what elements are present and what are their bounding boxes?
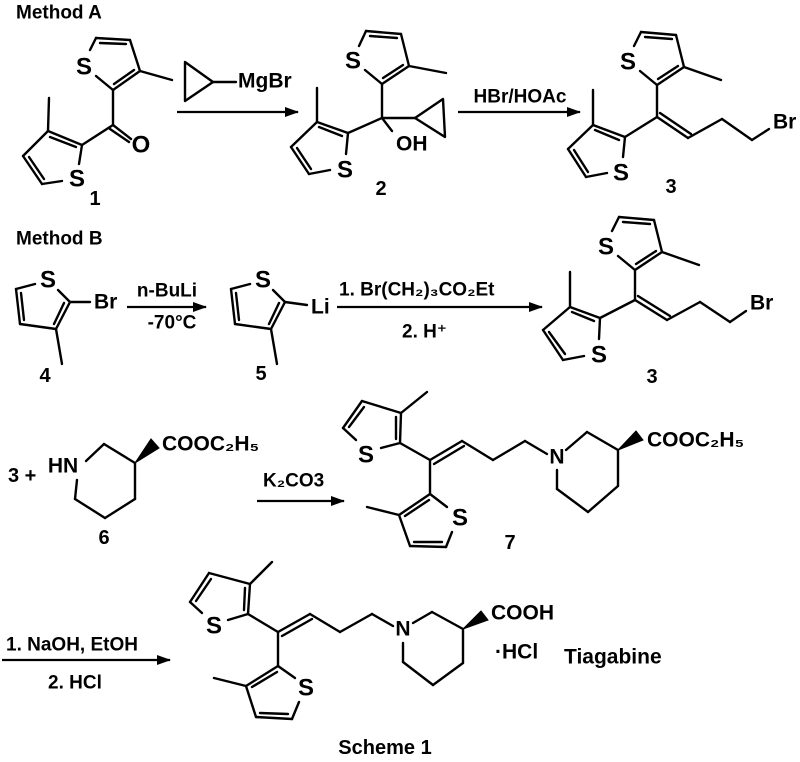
sulfur-atom-label: S — [598, 234, 614, 261]
tiagabine-structure: S S N COOH ·HCl Tiagabine — [188, 560, 662, 721]
reaction-arrow-nbuli: n-BuLi -70°C — [127, 281, 207, 334]
nitrogen-atom-label: N — [395, 618, 410, 641]
compound-6-number: 6 — [98, 527, 109, 549]
sulfur-atom-label: S — [613, 160, 629, 187]
sulfur-atom-label: S — [255, 267, 271, 294]
oxygen-atom-label: O — [132, 132, 151, 159]
stereo-wedge-bond — [134, 438, 160, 464]
sulfur-atom-label: S — [298, 675, 314, 702]
hydrolysis-step1-condition: 1. NaOH, EtOH — [6, 635, 138, 656]
scheme-title: Scheme 1 — [338, 737, 431, 759]
compound-2-number: 2 — [375, 178, 386, 200]
sulfur-atom-label: S — [76, 54, 92, 81]
compound-5-number: 5 — [255, 363, 266, 385]
reaction-arrow-hbr-hoac: HBr/HOAc — [458, 87, 581, 117]
carboxylic-acid-label: COOH — [491, 602, 554, 625]
bromine-label: Br — [773, 111, 796, 134]
ester-group-label: COOC₂H₅ — [647, 429, 744, 452]
compound-7-number: 7 — [504, 532, 515, 554]
tiagabine-name-label: Tiagabine — [564, 646, 662, 669]
bromine-label: Br — [750, 292, 773, 315]
reaction-arrow-alkylation: 1. Br(CH₂)₃CO₂Et 2. H⁺ — [337, 280, 543, 343]
method-a-heading: Method A — [16, 3, 102, 24]
cyclopropyl-ring — [183, 60, 215, 103]
compound-3-structure: S S Br 3 — [566, 30, 796, 198]
hydroxyl-label: OH — [396, 133, 428, 156]
sulfur-atom-label: S — [40, 267, 56, 294]
k2co3-condition: K₂CO3 — [263, 471, 324, 492]
compound-1-number: 1 — [89, 188, 100, 210]
reaction-arrow-hydrolysis: 1. NaOH, EtOH 2. HCl — [2, 635, 171, 694]
nitrogen-atom-label: N — [549, 446, 564, 469]
compound-1-structure: S S O 1 — [21, 36, 174, 210]
hydrolysis-step2-condition: 2. HCl — [48, 673, 102, 694]
mgbr-label: MgBr — [238, 70, 292, 93]
sulfur-atom-label: S — [345, 48, 361, 75]
sulfur-atom-label: S — [452, 505, 468, 532]
hcl-salt-label: ·HCl — [495, 641, 538, 664]
cyclopropyl-ring — [413, 97, 447, 139]
stereo-wedge-bond — [462, 610, 489, 630]
sulfur-atom-label: S — [620, 49, 636, 76]
nbuli-condition: n-BuLi — [137, 281, 197, 302]
sulfur-atom-label: S — [69, 166, 85, 193]
sulfur-atom-label: S — [206, 613, 222, 640]
amine-nh-label: HN — [48, 455, 78, 478]
sulfur-atom-label: S — [591, 342, 607, 369]
compound-3b-structure: S S Br 3 — [541, 215, 773, 388]
stereo-wedge-bond — [617, 430, 644, 451]
compound-2-structure: S S OH 2 — [289, 29, 448, 200]
sulfur-atom-label: S — [358, 442, 374, 469]
lithium-label: Li — [311, 296, 330, 319]
plus-compound-3-label: 3 + — [8, 465, 36, 487]
reagent-cyclopropyl-mgbr: MgBr — [183, 60, 292, 103]
compound-5-structure: S Li 5 — [229, 267, 330, 385]
compound-3-number: 3 — [646, 366, 657, 388]
ester-group-label: COOC₂H₅ — [162, 433, 259, 456]
alkylation-step1-condition: 1. Br(CH₂)₃CO₂Et — [339, 280, 495, 301]
compound-4-structure: S Br 4 — [14, 267, 117, 387]
hbr-hoac-condition: HBr/HOAc — [474, 87, 567, 108]
sulfur-atom-label: S — [337, 157, 353, 184]
compound-3-number: 3 — [665, 176, 676, 198]
bromine-label: Br — [94, 291, 117, 314]
temperature-condition: -70°C — [148, 313, 197, 334]
compound-4-number: 4 — [39, 365, 51, 387]
method-b-heading: Method B — [16, 229, 103, 250]
reaction-arrow-k2co3: K₂CO3 — [257, 471, 345, 506]
alkylation-step2-condition: 2. H⁺ — [402, 322, 447, 343]
compound-7-structure: S S N COOC₂H₅ 7 — [341, 390, 744, 554]
compound-6-structure: HN COOC₂H₅ 6 — [48, 433, 259, 550]
